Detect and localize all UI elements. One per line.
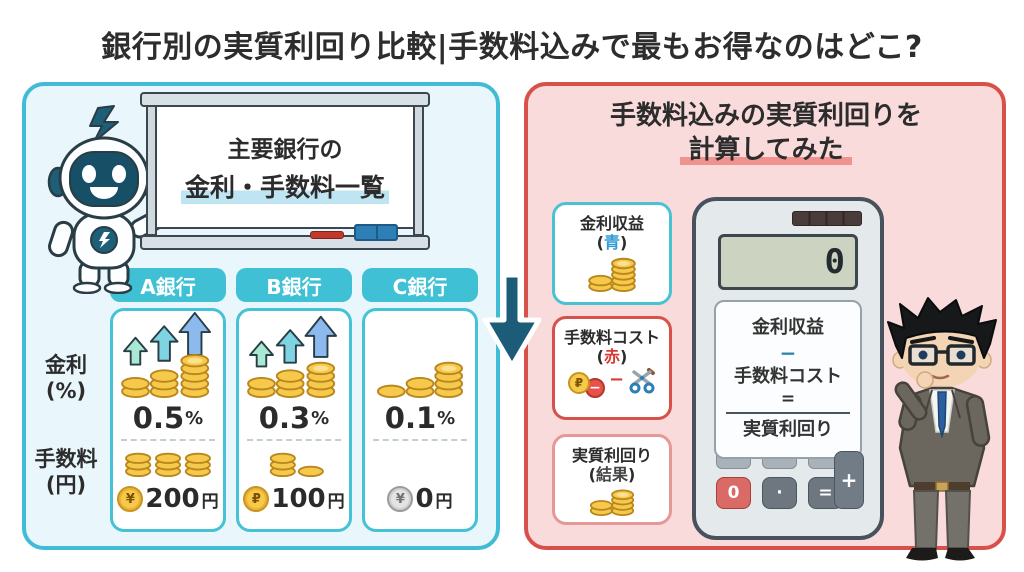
info-box-3-title: 実質利回り [571,446,652,465]
bank-a-rate-unit: % [185,407,204,429]
paren: ) [620,233,628,253]
bank-b-fee: 100 [271,484,326,514]
bank-a-body: 0.5 % ¥ 200 円 [110,308,226,532]
gray-yen-coin-icon: ¥ [387,486,414,512]
bank-c-coins-icon [365,311,475,399]
calculator-formula-panel: 金利収益 − 手数料コスト = 実質利回り [714,300,862,459]
rate-label-text: 金利 [45,353,87,377]
bank-b-header: B銀行 [236,268,352,302]
whiteboard-top-bar [140,92,430,107]
fee-label-text: 手数料 [34,447,98,471]
bank-a-rate: 0.5 [132,401,185,435]
eraser-icon [354,224,398,241]
minus-sign: − [608,369,625,391]
info-box-net-yield: 実質利回り (結果) [552,434,672,525]
row-label-interest-rate: 金利 (%) [24,352,108,405]
calculator-key-zero: 0 [716,477,751,509]
note-result-text: 結果 [595,465,628,485]
paren: ( [596,233,604,253]
paren: ) [628,465,636,485]
paren: ( [588,465,596,485]
fee-unit-text: (円) [45,473,87,498]
bank-b-rate: 0.3 [258,401,311,435]
bank-b-fee-unit: 円 [327,491,345,512]
bank-c-fee-empty [365,445,475,477]
formula-fee-cost: 手数料コスト [734,365,842,387]
bank-a-fee-unit: 円 [201,491,219,512]
right-panel-heading: 手数料込みの実質利回りを 計算してみた [540,100,992,168]
info-box-2-title: 手数料コスト [563,328,660,347]
calculator: 0 金利収益 − 手数料コスト = 実質利回り 0 · = + [692,197,884,540]
page-title: 銀行別の実質利回り比較|手数料込みで最もお得なのはどこ? [101,30,923,65]
row-label-fee: 手数料 (円) [24,446,108,499]
bank-a-growth-icon [113,311,223,399]
yen-coin-icon: ¥ [117,486,144,512]
bank-c-header: C銀行 [362,268,478,302]
marker-icon [310,231,344,239]
bank-card-b: B銀行 [236,268,352,532]
fee-cost-icons: ₽ − − [555,368,669,399]
calculator-key-plus: + [834,451,864,509]
bank-c-rate-unit: % [437,407,456,429]
note-blue-text: 青 [603,233,620,253]
formula-interest-income: 金利収益 [752,317,824,339]
businessman-character [887,297,997,561]
solar-panel-icon [792,211,862,226]
right-heading-line2: 計算してみた [680,134,852,165]
note-red-text: 赤 [603,347,620,367]
bank-c-fee: 0 [415,484,434,514]
divider [120,439,216,441]
calculator-display: 0 [718,234,858,290]
info-box-fee-cost: 手数料コスト (赤) ₽ − − [552,316,672,420]
bank-c-rate: 0.1 [384,401,437,435]
formula-minus: − [779,340,797,365]
info-box-interest-income: 金利収益 (青) [552,202,672,305]
paren: ( [596,347,604,367]
formula-equals: = [780,388,796,409]
coins-stack-icon [555,486,669,517]
formula-rule [726,412,850,415]
info-box-3-note: (結果) [555,465,669,484]
coins-stack-icon [555,254,669,293]
ruble-coin-icon: ₽ [567,372,590,395]
info-box-1-note: (青) [555,233,669,252]
whiteboard-title-line2: 金利・手数料一覧 [180,168,389,204]
ruble-coin-icon: ₽ [243,486,270,512]
info-box-2-note: (赤) [555,347,669,366]
divider [372,439,468,441]
formula-net-yield: 実質利回り [743,419,833,441]
bank-a-fee-coins-icon [113,445,223,477]
down-arrow-icon [482,272,542,369]
scissors-icon [629,368,655,394]
rate-unit-text: (%) [45,379,87,404]
bank-c-fee-unit: 円 [435,491,453,512]
calculator-key-row: 0 · = [716,477,843,509]
bank-card-a: A銀行 [110,268,226,532]
bank-card-c: C銀行 0.1 % [362,268,478,532]
whiteboard: 主要銀行の 金利・手数料一覧 [140,92,430,250]
bank-b-rate-unit: % [311,407,330,429]
bank-b-growth-icon [239,311,349,399]
bank-b-fee-coins-icon [239,445,349,477]
whiteboard-surface: 主要銀行の 金利・手数料一覧 [155,105,415,229]
right-heading-line1: 手数料込みの実質利回りを [609,101,922,131]
divider [246,439,342,441]
bank-a-fee: 200 [145,484,200,514]
bank-c-body: 0.1 % ¥ 0 円 [362,308,478,532]
info-box-1-title: 金利収益 [579,214,644,233]
bank-b-body: 0.3 % ₽ 100 円 [236,308,352,532]
calculator-key-dot: · [762,477,797,509]
paren: ) [620,347,628,367]
whiteboard-title-line1: 主要銀行の [227,137,343,163]
